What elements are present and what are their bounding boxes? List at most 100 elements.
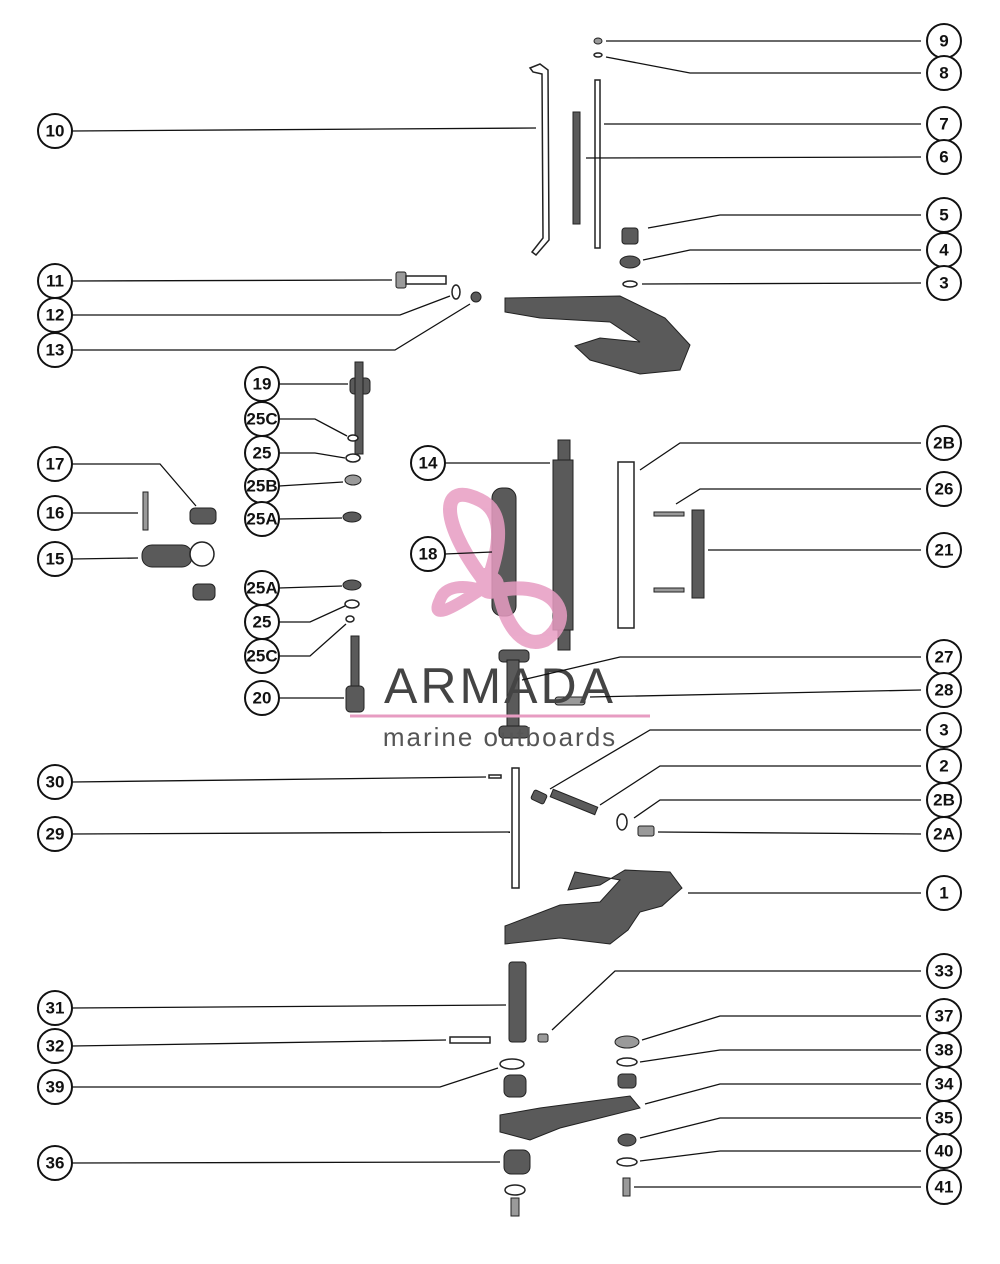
- svg-text:2B: 2B: [933, 434, 955, 453]
- callout-25a-upper: 25A: [244, 501, 280, 537]
- svg-text:4: 4: [939, 241, 949, 260]
- svg-text:2B: 2B: [933, 791, 955, 810]
- callout-35: 35: [926, 1100, 962, 1136]
- svg-text:38: 38: [935, 1041, 954, 1060]
- callout-29: 29: [37, 816, 73, 852]
- callout-7: 5: [926, 197, 962, 233]
- svg-text:25A: 25A: [246, 510, 277, 529]
- callout-23: 21: [926, 532, 962, 568]
- callout-40: 40: [926, 1133, 962, 1169]
- callout-27: 27: [926, 639, 962, 675]
- callout-39: 39: [37, 1069, 73, 1105]
- callout-16: 14: [410, 445, 446, 481]
- svg-text:31: 31: [46, 999, 65, 1018]
- svg-text:41: 41: [935, 1178, 954, 1197]
- svg-text:19: 19: [253, 375, 272, 394]
- svg-text:25: 25: [253, 613, 272, 632]
- svg-text:25C: 25C: [246, 410, 277, 429]
- callout-2b: 2B: [926, 782, 962, 818]
- svg-text:13: 13: [46, 341, 65, 360]
- callout-17: 15: [37, 541, 73, 577]
- callout-34: 34: [926, 1066, 962, 1102]
- svg-text:8: 8: [939, 64, 948, 83]
- svg-text:25: 25: [253, 444, 272, 463]
- svg-text:16: 16: [46, 504, 65, 523]
- callout-4: 2B: [926, 425, 962, 461]
- callout-2: 2: [926, 748, 962, 784]
- callout-10: 8: [926, 55, 962, 91]
- svg-text:18: 18: [419, 545, 438, 564]
- svg-text:25C: 25C: [246, 647, 277, 666]
- callout-25b: 25B: [244, 468, 280, 504]
- callout-3: 3: [926, 712, 962, 748]
- svg-text:10: 10: [46, 122, 65, 141]
- callout-32: 32: [37, 1028, 73, 1064]
- callout-18: 16: [37, 495, 73, 531]
- svg-text:39: 39: [46, 1078, 65, 1097]
- callout-37: 37: [926, 998, 962, 1034]
- svg-text:25A: 25A: [246, 579, 277, 598]
- callout-13: 11: [37, 263, 73, 299]
- svg-text:40: 40: [935, 1142, 954, 1161]
- svg-text:30: 30: [46, 773, 65, 792]
- armada-watermark: ARMADA marine outboards: [350, 487, 650, 752]
- watermark-tagline: marine outboards: [383, 722, 617, 752]
- callout-26: 26: [926, 471, 962, 507]
- svg-text:33: 33: [935, 962, 954, 981]
- callout-12: 10: [37, 113, 73, 149]
- callout-31: 31: [37, 990, 73, 1026]
- callout-11: 9: [926, 23, 962, 59]
- svg-text:27: 27: [935, 648, 954, 667]
- svg-text:3: 3: [939, 274, 948, 293]
- callout-8: 6: [926, 139, 962, 175]
- svg-text:9: 9: [939, 32, 948, 51]
- svg-text:25B: 25B: [246, 477, 277, 496]
- callout-6: 4: [926, 232, 962, 268]
- svg-text:2: 2: [939, 757, 948, 776]
- callout-38: 38: [926, 1032, 962, 1068]
- svg-text:26: 26: [935, 480, 954, 499]
- svg-text:2A: 2A: [933, 825, 955, 844]
- svg-text:29: 29: [46, 825, 65, 844]
- callout-33: 33: [926, 953, 962, 989]
- svg-text:17: 17: [46, 455, 65, 474]
- svg-text:35: 35: [935, 1109, 954, 1128]
- svg-text:6: 6: [939, 148, 948, 167]
- svg-text:5: 5: [939, 206, 948, 225]
- callout-22: 20: [244, 680, 280, 716]
- svg-text:7: 7: [939, 115, 948, 134]
- part-drawings: [141, 37, 705, 1217]
- svg-text:15: 15: [46, 550, 65, 569]
- svg-text:12: 12: [46, 306, 65, 325]
- svg-text:20: 20: [253, 689, 272, 708]
- svg-text:34: 34: [935, 1075, 954, 1094]
- leader-lines: [71, 40, 922, 1188]
- callout-41: 41: [926, 1169, 962, 1205]
- callout-25c-upper: 25C: [244, 401, 280, 437]
- callout-20: 18: [410, 536, 446, 572]
- callout-2a: 2A: [926, 816, 962, 852]
- callout-25c-lower: 25C: [244, 638, 280, 674]
- svg-text:36: 36: [46, 1154, 65, 1173]
- callout-14: 12: [37, 297, 73, 333]
- svg-text:21: 21: [935, 541, 954, 560]
- svg-text:32: 32: [46, 1037, 65, 1056]
- callout-25-lower: 25: [244, 604, 280, 640]
- callout-36: 36: [37, 1145, 73, 1181]
- callout-5: 3: [926, 265, 962, 301]
- callout-25-upper: 25: [244, 435, 280, 471]
- svg-text:37: 37: [935, 1007, 954, 1026]
- svg-text:28: 28: [935, 681, 954, 700]
- callouts: 9 8 10 7 6 5 4 3 11 12 13 19 25C 25 25B …: [37, 23, 962, 1205]
- callout-19: 17: [37, 446, 73, 482]
- svg-text:3: 3: [939, 721, 948, 740]
- callout-1: 1: [926, 875, 962, 911]
- callout-25a-lower: 25A: [244, 570, 280, 606]
- svg-text:14: 14: [419, 454, 438, 473]
- svg-text:11: 11: [46, 272, 64, 291]
- callout-21: 19: [244, 366, 280, 402]
- callout-30: 30: [37, 764, 73, 800]
- callout-28: 28: [926, 672, 962, 708]
- svg-text:1: 1: [939, 884, 948, 903]
